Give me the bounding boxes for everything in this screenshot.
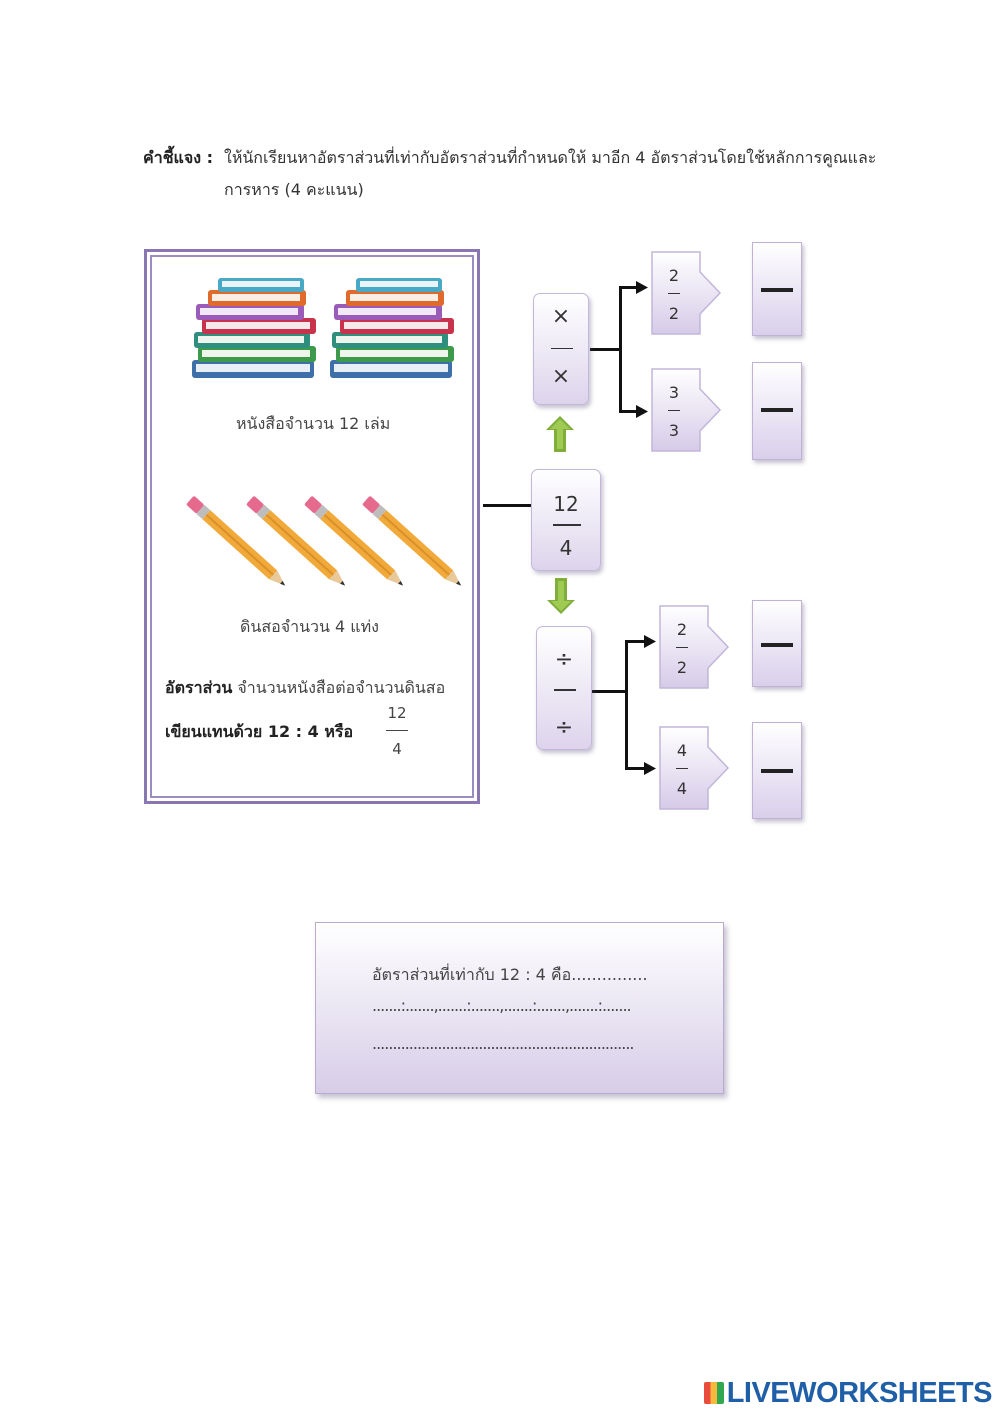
multiply-fraction-2-den: 3 xyxy=(668,421,680,440)
connector-panel-to-center xyxy=(483,504,531,507)
multiply-symbol-bottom: × xyxy=(551,364,571,389)
ratio-label: อัตราส่วน xyxy=(165,678,233,697)
panel-fraction-num: 12 xyxy=(387,704,407,722)
arrow-head-icon xyxy=(636,281,648,294)
answer-extra-line[interactable]: ........................................… xyxy=(372,1034,634,1053)
books-caption: หนังสือจำนวน 12 เล่ม xyxy=(236,414,391,433)
arrow-head-icon xyxy=(644,635,656,648)
answer-box-divide-1[interactable] xyxy=(752,600,802,687)
center-fraction-box: 12 4 xyxy=(531,469,601,571)
divide-symbol-bottom: ÷ xyxy=(554,715,574,740)
multiply-fraction-1-num: 2 xyxy=(668,266,680,285)
answer-bar xyxy=(761,643,793,647)
divide-operator-box: ÷ ÷ xyxy=(536,626,592,750)
divide-bar xyxy=(554,689,576,691)
pencils-icon xyxy=(185,495,466,591)
divide-fraction-1-bar xyxy=(676,647,688,648)
panel-fraction-den: 4 xyxy=(392,740,402,758)
divide-fraction-arrow-box xyxy=(659,605,730,689)
brand-logo: LIVEWORKSHEETS xyxy=(703,1377,993,1410)
answer-bar xyxy=(761,288,793,292)
panel-fraction: 12 4 xyxy=(384,704,410,760)
answer-prompt[interactable]: อัตราส่วนที่เท่ากับ 12 : 4 คือ..........… xyxy=(372,965,648,984)
multiply-fraction-2: 3 3 xyxy=(656,383,692,447)
pencils-caption: ดินสอจำนวน 4 แท่ง xyxy=(240,617,379,636)
multiply-fraction-2-num: 3 xyxy=(668,383,680,402)
instructions-label: คำชี้แจง : xyxy=(143,148,214,167)
divide-symbol-top: ÷ xyxy=(554,647,574,672)
answer-box-multiply-1[interactable] xyxy=(752,242,802,336)
connector-divide-vertical xyxy=(625,640,628,770)
multiply-fraction-2-bar xyxy=(668,410,680,411)
divide-fraction-2-num: 4 xyxy=(676,741,688,760)
brand-name: LIVEWORKSHEETS xyxy=(726,1377,993,1409)
answer-ratio-blanks[interactable]: .......:.......,.......:.......,.......:… xyxy=(372,996,632,1015)
instructions-line-1: ให้นักเรียนหาอัตราส่วนที่เท่ากับอัตราส่ว… xyxy=(224,148,877,167)
arrow-head-icon xyxy=(644,762,656,775)
connector-divide-bottom xyxy=(625,767,651,770)
multiply-fraction-arrow-box xyxy=(651,368,722,452)
divide-fraction-2-den: 4 xyxy=(676,779,688,798)
arrow-head-icon xyxy=(636,405,648,418)
books-stack-icon xyxy=(192,278,454,378)
multiply-fraction-arrow-box xyxy=(651,251,722,335)
answer-box-divide-2[interactable] xyxy=(752,722,802,819)
connector-multiply-top xyxy=(619,286,643,289)
connector-multiply-bottom xyxy=(619,410,643,413)
center-fraction-num: 12 xyxy=(553,492,579,516)
answer-bar xyxy=(761,769,793,773)
divide-fraction-arrow-box xyxy=(659,726,730,810)
multiply-fraction-1-bar xyxy=(668,293,680,294)
multiply-bar xyxy=(551,348,573,349)
center-fraction-den: 4 xyxy=(559,536,573,560)
connector-divide xyxy=(592,690,626,693)
divide-fraction-1-num: 2 xyxy=(676,620,688,639)
divide-fraction-2: 4 4 xyxy=(664,741,700,805)
multiply-fraction-1-den: 2 xyxy=(668,304,680,323)
ratio-row: อัตราส่วน จำนวนหนังสือต่อจำนวนดินสอ xyxy=(165,676,445,701)
equivalent-ratios-answer-panel xyxy=(315,922,724,1094)
multiply-symbol-top: × xyxy=(551,304,571,329)
divide-fraction-1: 2 2 xyxy=(664,620,700,684)
answer-box-multiply-2[interactable] xyxy=(752,362,802,460)
connector-divide-top xyxy=(625,640,651,643)
divide-fraction-2-bar xyxy=(676,768,688,769)
multiply-fraction-1: 2 2 xyxy=(656,266,692,330)
connector-multiply xyxy=(590,348,620,351)
connector-multiply-vertical xyxy=(619,286,622,412)
divide-fraction-1-den: 2 xyxy=(676,658,688,677)
ratio-text: จำนวนหนังสือต่อจำนวนดินสอ xyxy=(237,678,446,697)
answer-bar xyxy=(761,408,793,412)
arrow-down-icon xyxy=(547,578,575,614)
instructions-line-2: การหาร (4 คะแนน) xyxy=(224,180,364,199)
multiply-operator-box: × × xyxy=(533,293,589,405)
written-as-label: เขียนแทนด้วย 12 : 4 หรือ xyxy=(165,722,354,741)
arrow-up-icon xyxy=(546,416,574,452)
center-fraction-bar xyxy=(553,524,581,526)
panel-fraction-bar xyxy=(386,730,408,731)
brand-mark-icon xyxy=(703,1382,724,1404)
